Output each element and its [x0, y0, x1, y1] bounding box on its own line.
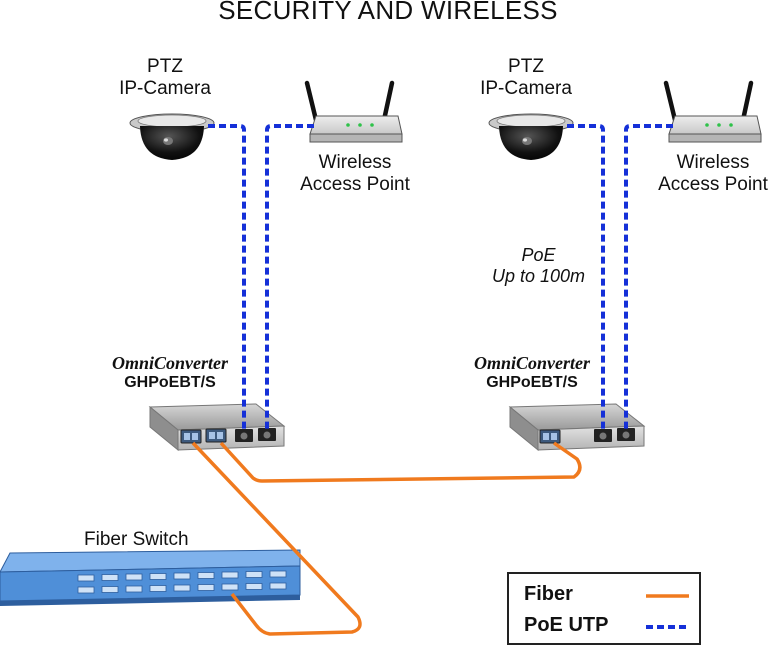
fiber-switch-label: Fiber Switch	[84, 529, 189, 550]
fiber-switch-port	[125, 573, 143, 581]
fiber-switch-port	[197, 572, 215, 579]
wireless-access-point-left-icon	[304, 80, 403, 143]
left-converter-brand: OmniConverter	[111, 353, 228, 373]
ptz-camera-left-icon	[129, 113, 215, 160]
left-access-point-label: Wireless Access Point	[300, 152, 410, 195]
omniconverter-left-icon	[148, 403, 286, 452]
left-camera-label: PTZ IP-Camera	[119, 56, 211, 99]
fiber-switch-port	[101, 586, 119, 593]
fiber-switch-port	[149, 573, 167, 580]
fiber-switch-port	[245, 571, 263, 578]
fiber-cable-between-converters	[219, 441, 582, 483]
right-access-point-label: Wireless Access Point	[658, 152, 768, 195]
page-title: SECURITY AND WIRELESS	[218, 0, 558, 25]
fiber-switch-port	[221, 583, 239, 591]
left-converter-model: GHPoEBT/S	[124, 374, 216, 391]
fiber-switch-port	[77, 574, 95, 582]
fiber-switch-port	[269, 582, 287, 590]
poe-distance-label: PoE Up to 100m	[491, 245, 586, 286]
cable-layer	[191, 124, 689, 636]
fiber-switch-port	[197, 584, 215, 591]
fiber-switch-port	[245, 583, 263, 590]
right-camera-label: PTZ IP-Camera	[480, 56, 572, 99]
poe-cable-right-camera	[567, 124, 605, 430]
right-converter-model: GHPoEBT/S	[486, 374, 578, 391]
right-converter-brand: OmniConverter	[473, 353, 590, 373]
legend	[507, 572, 701, 645]
fiber-switch-port	[101, 574, 119, 581]
omniconverter-right-icon	[508, 403, 646, 452]
fiber-switch-port	[125, 585, 143, 593]
poe-cable-left-camera	[208, 124, 246, 430]
fiber-switch-port	[77, 586, 95, 594]
fiber-switch-port	[269, 570, 287, 578]
legend-fiber-label: Fiber	[524, 583, 573, 605]
legend-poe-utp-label: PoE UTP	[524, 614, 609, 636]
fiber-switch-ports	[77, 570, 287, 594]
fiber-switch-port	[173, 572, 191, 580]
fiber-switch-port	[149, 585, 167, 592]
wireless-access-point-right-icon	[663, 80, 762, 143]
poe-cable-right-access-point	[624, 124, 673, 430]
fiber-switch-port	[221, 571, 239, 579]
fiber-switch-port	[173, 584, 191, 592]
ptz-camera-right-icon	[488, 113, 574, 160]
poe-cable-left-access-point	[265, 124, 314, 430]
fiber-cable-to-switch	[191, 441, 362, 636]
